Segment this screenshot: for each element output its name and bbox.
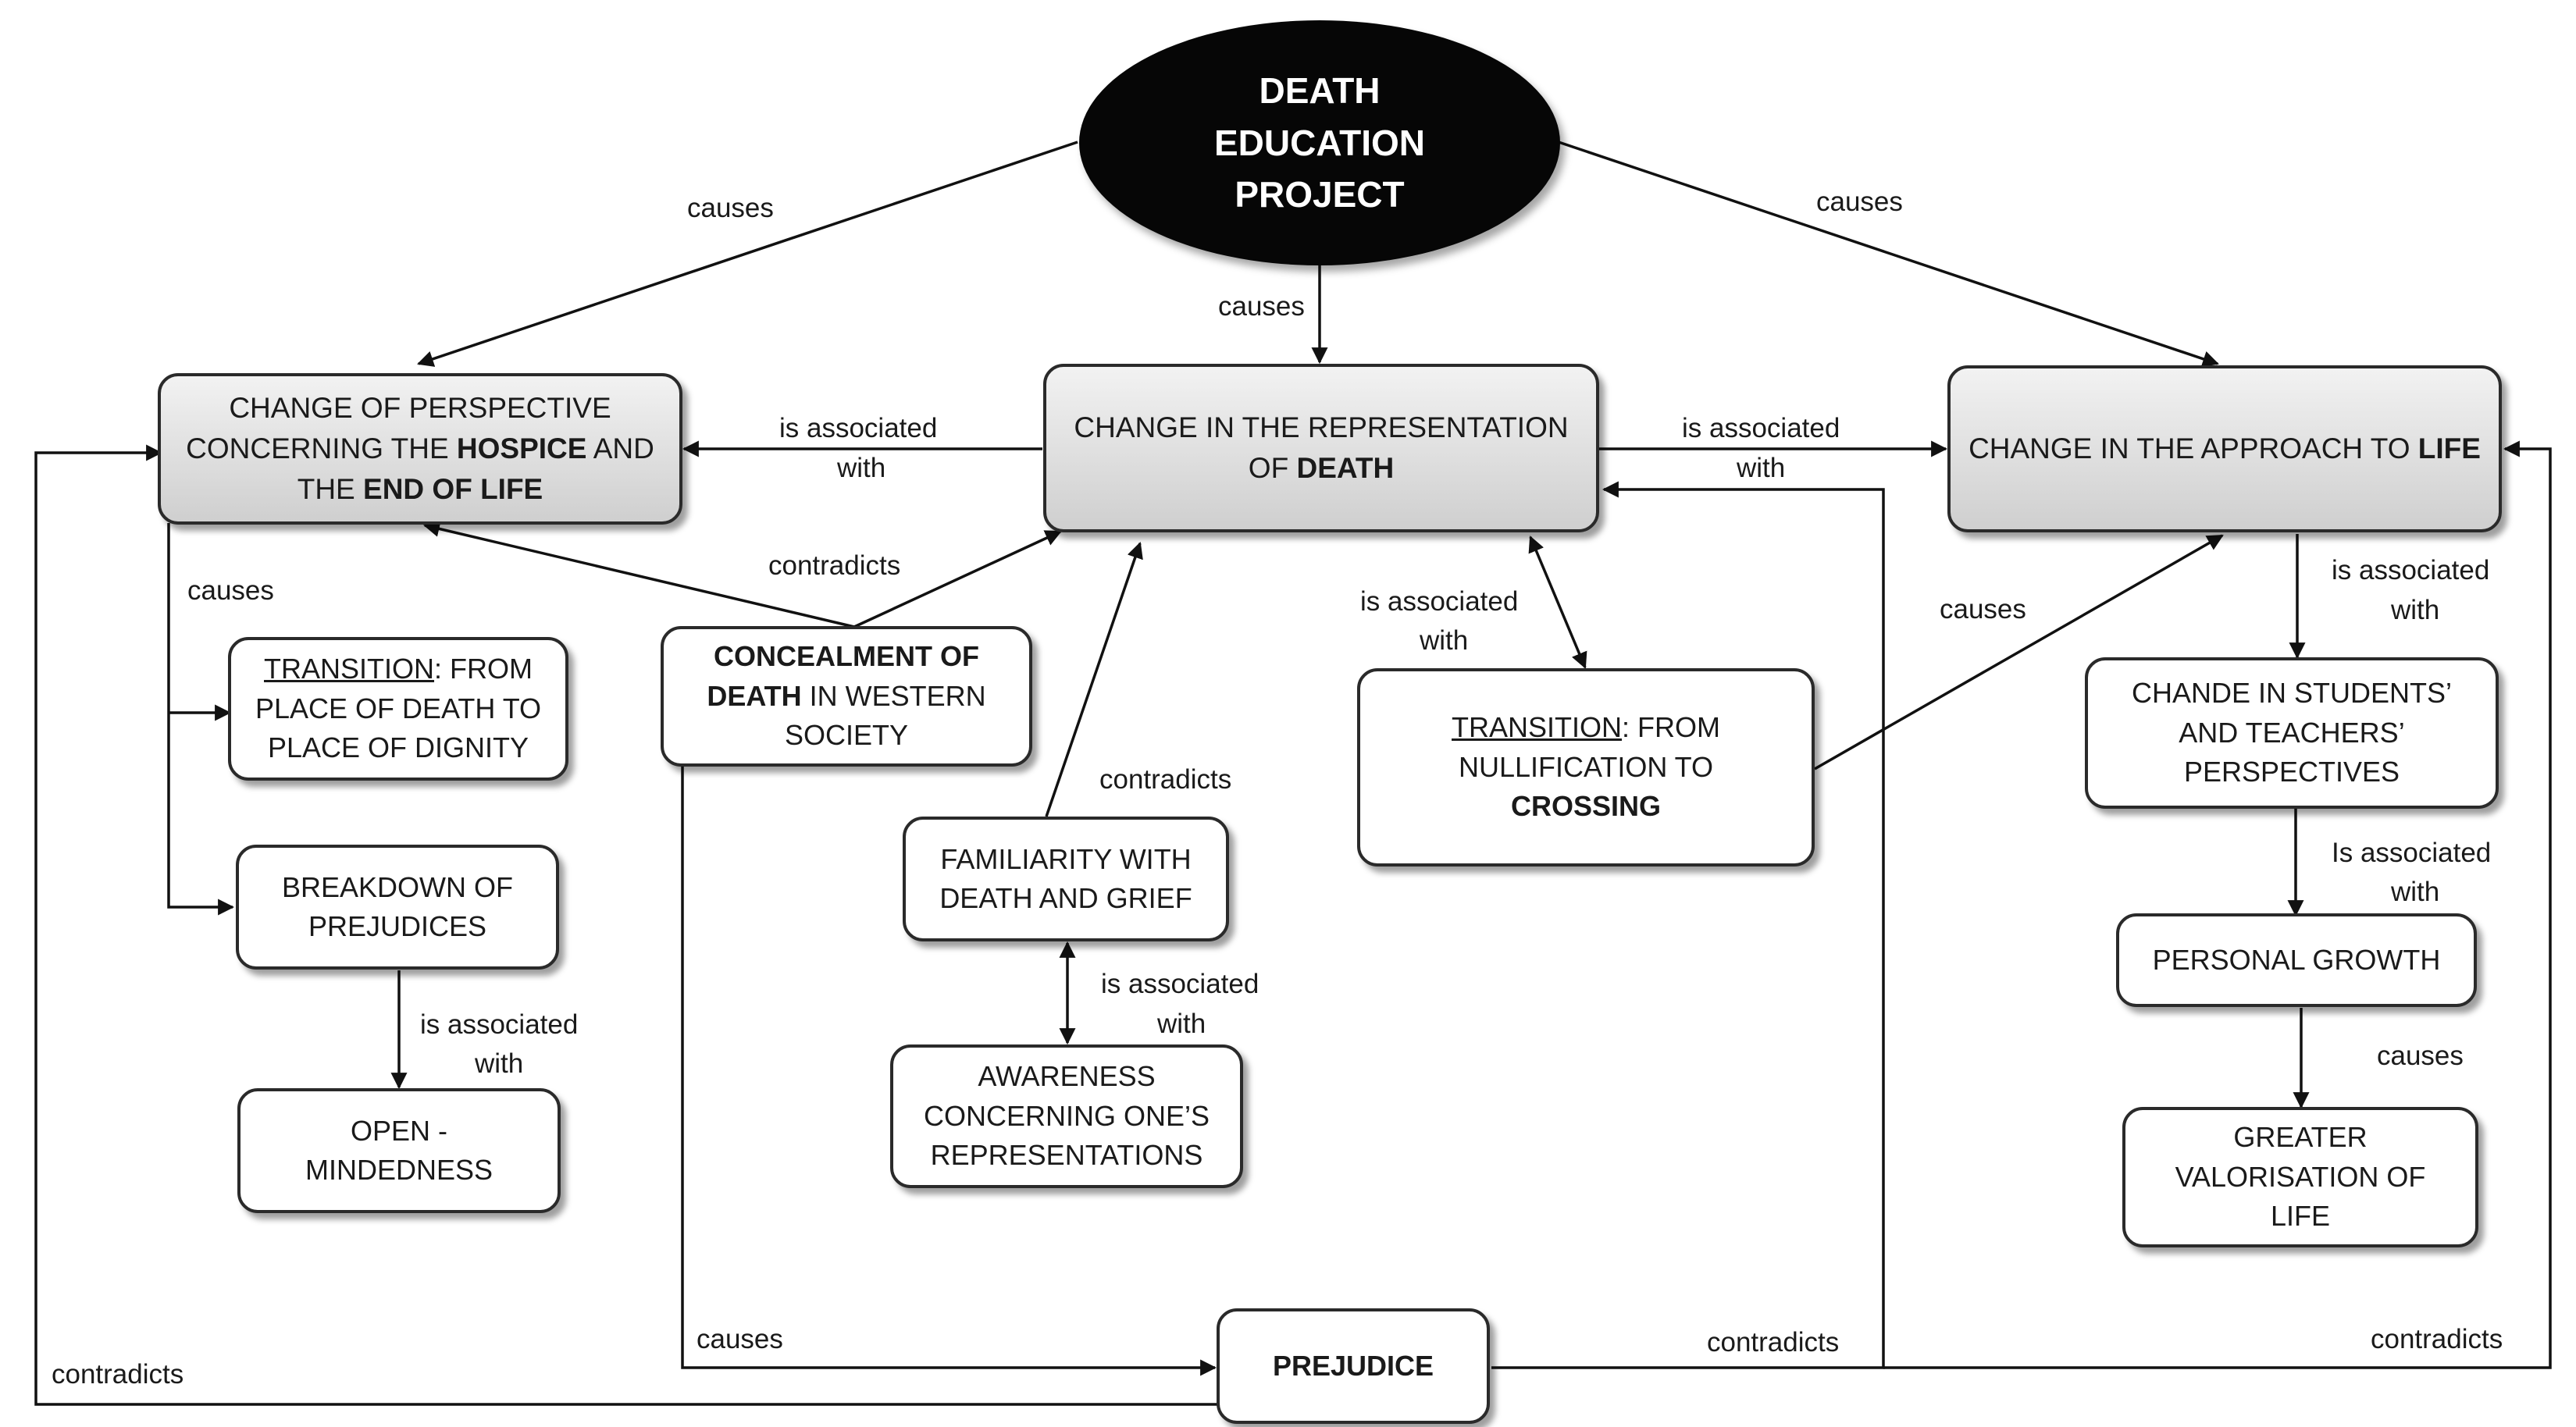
transition-dignity-line-3: PLACE OF DIGNITY — [267, 731, 529, 764]
label-hospice-causes: causes — [187, 575, 274, 606]
node-breakdown-prejudices: BREAKDOWN OF PREJUDICES — [236, 845, 559, 970]
label-rep-crossing-2: with — [1419, 625, 1468, 656]
valorisation-line-1: GREATER — [2233, 1121, 2368, 1154]
node-awareness-representations: AWARENESS CONCERNING ONE’S REPRESENTATIO… — [890, 1044, 1243, 1188]
edge-prejudice-to-representation — [1491, 481, 1885, 1369]
label-rep-hospice-2: with — [836, 453, 885, 483]
label-prejudice-approach: contradicts — [2371, 1324, 2503, 1354]
familiarity-line-2: DEATH AND GRIEF — [939, 882, 1192, 914]
edge-concealment-to-hospice — [422, 521, 855, 628]
label-familiarity-contradicts: contradicts — [1099, 764, 1231, 795]
node-concealment-of-death: CONCEALMENT OF DEATH IN WESTERN SOCIETY — [661, 626, 1032, 767]
node-change-representation-death: CHANGE IN THE REPRESENTATION OF DEATH — [1043, 364, 1599, 532]
open-mind-line-2: MINDEDNESS — [305, 1154, 493, 1186]
breakdown-line-1: BREAKDOWN OF — [281, 870, 513, 903]
label-persp-growth-2: with — [2390, 877, 2439, 907]
root-line-1: DEATH — [1259, 69, 1381, 111]
root-line-2: EDUCATION — [1213, 122, 1426, 163]
node-change-approach-life: CHANGE IN THE APPROACH TO LIFE — [1947, 365, 2502, 532]
transition-crossing-line-2: NULLIFICATION TO — [1458, 750, 1714, 783]
transition-crossing-line-1b: : FROM — [1622, 711, 1720, 744]
perspectives-line-3: PERSPECTIVES — [2183, 756, 2400, 788]
open-mind-line-1: OPEN - — [350, 1114, 447, 1147]
node-students-teachers-perspectives: CHANDE IN STUDENTS’ AND TEACHERS’ PERSPE… — [2085, 657, 2499, 809]
label-rep-hospice-1: is associated — [779, 413, 937, 443]
transition-dignity-line-1b: : FROM — [434, 653, 533, 685]
perspectives-line-1: CHANDE IN STUDENTS’ — [2131, 677, 2453, 710]
label-prejudice-rep: contradicts — [1707, 1327, 1839, 1358]
label-growth-valor: causes — [2377, 1041, 2464, 1071]
concealment-line-2a: DEATH — [707, 679, 802, 712]
valorisation-line-3: LIFE — [2270, 1200, 2331, 1233]
edge-familiarity-to-representation — [1045, 542, 1143, 817]
label-familiarity-awareness-1: is associated — [1101, 969, 1259, 999]
concealment-line-2b: IN WESTERN — [801, 679, 986, 712]
label-root-representation: causes — [1218, 291, 1305, 322]
hospice-line-3a: THE — [297, 472, 364, 505]
concealment-line-1: CONCEALMENT OF — [714, 640, 979, 673]
root-node-death-education-project: DEATH EDUCATION PROJECT — [1079, 20, 1560, 265]
representation-line-1: CHANGE IN THE REPRESENTATION — [1074, 411, 1569, 444]
edge-concealment-to-prejudice — [681, 765, 1217, 1376]
label-concealment-prejudice: causes — [697, 1324, 783, 1354]
representation-line-2b: DEATH — [1296, 452, 1395, 484]
prejudice-line-1: PREJUDICE — [1272, 1349, 1434, 1382]
valorisation-line-2: VALORISATION OF — [2175, 1160, 2426, 1193]
edge-prejudice-to-approach — [1883, 440, 2552, 1369]
node-transition-dignity: TRANSITION: FROM PLACE OF DEATH TO PLACE… — [228, 637, 568, 781]
node-transition-crossing: TRANSITION: FROM NULLIFICATION TO CROSSI… — [1357, 668, 1815, 867]
label-rep-approach-1: is associated — [1682, 413, 1840, 443]
label-persp-growth-1: Is associated — [2332, 838, 2491, 868]
label-breakdown-open-1: is associated — [420, 1009, 578, 1040]
familiarity-line-1: FAMILIARITY WITH — [940, 842, 1192, 875]
label-breakdown-open-2: with — [474, 1048, 523, 1079]
awareness-line-1: AWARENESS — [978, 1060, 1156, 1093]
node-familiarity-death-grief: FAMILIARITY WITH DEATH AND GRIEF — [903, 817, 1229, 941]
node-greater-valorisation: GREATER VALORISATION OF LIFE — [2122, 1107, 2478, 1247]
hospice-line-1: CHANGE OF PERSPECTIVE — [229, 392, 611, 425]
root-line-3: PROJECT — [1235, 174, 1405, 215]
representation-line-2a: OF — [1248, 452, 1297, 484]
label-rep-approach-2: with — [1736, 453, 1785, 483]
approach-line-1a: CHANGE IN THE APPROACH TO — [1969, 432, 2418, 465]
node-prejudice: PREJUDICE — [1217, 1308, 1490, 1424]
awareness-line-3: REPRESENTATIONS — [930, 1139, 1203, 1172]
breakdown-line-2: PREJUDICES — [308, 910, 487, 942]
hospice-line-2c: AND — [586, 432, 654, 465]
edge-hospice-to-transitions — [167, 523, 235, 916]
node-personal-growth: PERSONAL GROWTH — [2116, 913, 2477, 1007]
transition-crossing-line-3: CROSSING — [1510, 790, 1662, 823]
transition-dignity-line-2: PLACE OF DEATH TO — [255, 692, 542, 724]
label-familiarity-awareness-2: with — [1156, 1009, 1206, 1039]
label-root-approach: causes — [1816, 187, 1903, 217]
transition-crossing-line-1a: TRANSITION — [1452, 711, 1623, 744]
edge-root-to-hospice — [417, 141, 1078, 367]
edge-prejudice-to-hospice — [34, 444, 1218, 1406]
awareness-line-2: CONCERNING ONE’S — [923, 1099, 1210, 1132]
hospice-line-3b: END OF LIFE — [363, 472, 543, 505]
concealment-line-3: SOCIETY — [784, 719, 909, 752]
approach-line-1b: LIFE — [2417, 432, 2481, 465]
node-open-mindedness: OPEN - MINDEDNESS — [237, 1088, 561, 1213]
label-rep-crossing-1: is associated — [1360, 586, 1518, 617]
label-prejudice-hospice: contradicts — [52, 1359, 183, 1390]
node-change-perspective-hospice: CHANGE OF PERSPECTIVE CONCERNING THE HOS… — [158, 373, 682, 525]
edge-representation-crossing — [1528, 536, 1587, 669]
label-root-hospice: causes — [687, 193, 774, 223]
hospice-line-2a: CONCERNING THE — [186, 432, 457, 465]
label-approach-persp-2: with — [2390, 595, 2439, 625]
label-approach-persp-1: is associated — [2332, 555, 2489, 585]
hospice-line-2b: HOSPICE — [456, 432, 587, 465]
label-concealment-contradicts: contradicts — [768, 550, 900, 581]
growth-line-1: PERSONAL GROWTH — [2152, 943, 2441, 976]
edge-root-to-approach — [1558, 141, 2219, 367]
transition-dignity-line-1a: TRANSITION — [264, 653, 435, 685]
perspectives-line-2: AND TEACHERS’ — [2179, 716, 2405, 749]
edge-concealment-to-representation — [853, 530, 1062, 628]
label-crossing-causes: causes — [1940, 594, 2026, 625]
